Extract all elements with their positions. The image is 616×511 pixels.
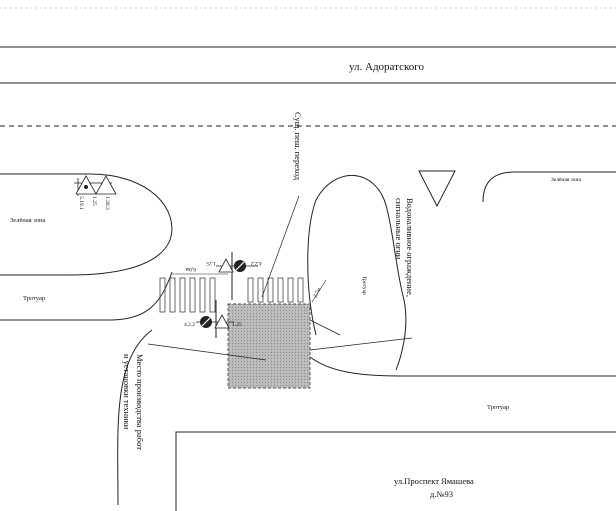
crossing-label: Сущ. пеш. переход	[293, 112, 303, 181]
barrier-label-line1: Водоналивное ограждение,	[405, 198, 415, 297]
green-zone-left-outline	[0, 173, 173, 276]
sidewalk-left-outline	[0, 271, 173, 321]
green-zone-right-outline	[482, 171, 616, 203]
barrier-label-line2: сигнальные огни	[394, 198, 404, 260]
work-zone-leader	[147, 343, 267, 361]
street-name-bottom-2: д.№93	[430, 489, 453, 499]
zebra-crossing	[159, 277, 304, 313]
sign-post-upper	[216, 252, 258, 300]
island-width-label: 2,7м	[312, 287, 322, 299]
bottom-block-outline	[175, 431, 616, 511]
street-name-bottom-1: ул.Проспект Ямашева	[394, 476, 474, 486]
sign-label-a: 1.25	[91, 196, 97, 206]
crossing-leader	[261, 195, 300, 298]
street-name-top: ул. Адоратского	[349, 61, 424, 73]
work-place-label-line1: Место производства работ	[135, 354, 145, 450]
sign-label-mid-bottom-left: 4.2.2	[184, 322, 195, 328]
sidewalk-island-label: Тротуар	[361, 276, 367, 295]
work-place-label-line2: и установки техники	[122, 354, 132, 430]
work-zone-area	[227, 303, 311, 389]
sign-label-mid-top-left: 1.25	[206, 260, 216, 266]
sign-label-b: 1.20.3	[104, 196, 110, 210]
sign-label-mid-bottom-right: 1.25	[232, 322, 242, 328]
yield-triangle-icon	[418, 170, 456, 208]
sign-label-mid-top-right: 4.2.2	[251, 260, 262, 266]
warning-sign-icon	[95, 175, 117, 195]
corner-curb-left	[117, 329, 153, 506]
sign-label-c: 5.19.1	[78, 196, 84, 210]
sign-post-lower	[196, 300, 234, 338]
sidewalk-left-label: Тротуар	[23, 295, 45, 302]
island-outline	[307, 174, 407, 371]
barrier-leader-2	[309, 319, 341, 336]
sign-cluster-left	[74, 175, 117, 196]
warning-sign-icon	[214, 314, 230, 329]
crossing-width-label: 6,0м	[185, 266, 196, 272]
warning-sign-icon	[218, 258, 234, 273]
green-zone-left-label: Зелёная зона	[10, 217, 46, 224]
island-dimension-line	[311, 279, 327, 303]
barrier-leader-1	[309, 337, 413, 351]
sidewalk-bottom-label: Тротуар	[487, 404, 509, 411]
pedestrian-sign-icon	[84, 185, 88, 189]
sidewalk-bottom-curb	[309, 356, 616, 377]
green-zone-right-label: Зелёная зона	[551, 177, 582, 183]
